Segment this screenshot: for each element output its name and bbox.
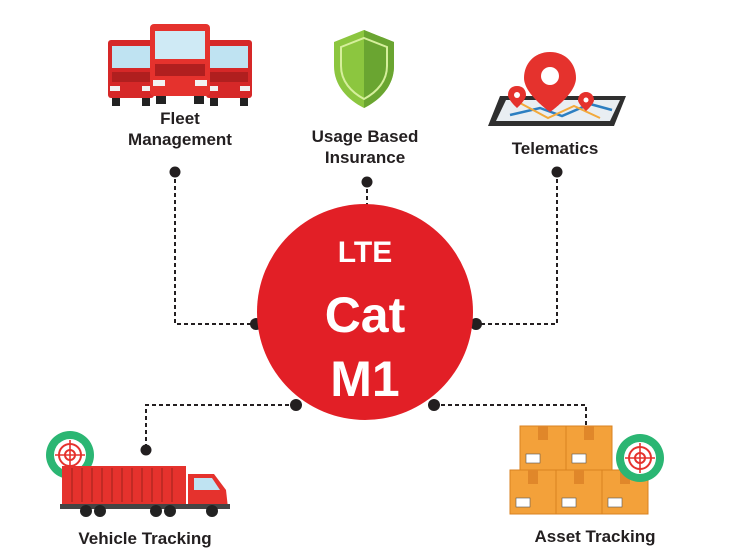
fleet-trucks-icon xyxy=(108,24,252,106)
node-label-insurance: Usage Based Insurance xyxy=(285,126,445,168)
shield-icon xyxy=(334,30,394,108)
node-label-asset-tracking: Asset Tracking xyxy=(534,527,656,546)
truck-icon xyxy=(60,466,230,517)
fleet-line1: Fleet xyxy=(160,109,200,128)
insurance-line2: Insurance xyxy=(324,148,406,167)
hub-circle xyxy=(257,204,473,420)
insurance-line1: Usage Based xyxy=(311,127,419,146)
node-label-fleet: Fleet Management xyxy=(100,108,260,150)
node-label-telematics: Telematics xyxy=(511,139,599,158)
connector-telematics xyxy=(476,172,558,325)
target-icon-asset xyxy=(616,434,664,482)
fleet-line2: Management xyxy=(128,130,232,149)
connector-vehicle xyxy=(145,404,296,450)
boxes-icon xyxy=(509,425,649,515)
hub-label-m1: M1 xyxy=(330,351,400,407)
node-label-vehicle-tracking: Vehicle Tracking xyxy=(78,529,212,548)
hub-label-lte: LTE xyxy=(337,236,393,269)
hub-label-cat: Cat xyxy=(324,287,406,343)
phone-map-icon xyxy=(488,52,626,126)
connector-fleet xyxy=(174,172,256,325)
